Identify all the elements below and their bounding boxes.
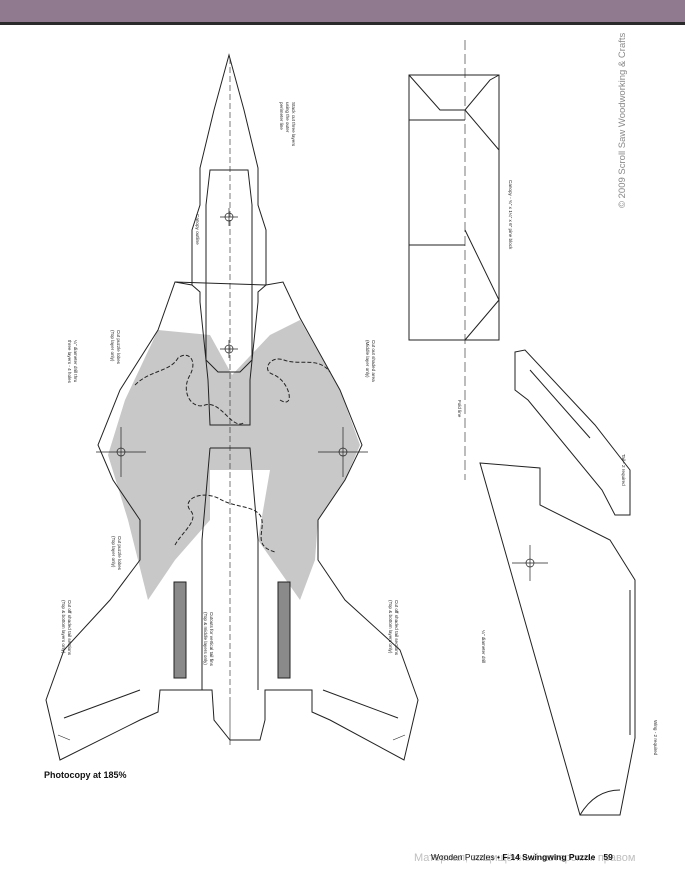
label-tail-left-1: Cut off shaded tail sections: [67, 600, 72, 656]
label-drill-holes-2: three layers - 4 holes: [67, 340, 72, 384]
label-wing-required: Wing - 2 required: [653, 720, 658, 756]
label-tail-required: Tail - 2 required: [621, 454, 626, 486]
page-number: 59: [603, 852, 613, 862]
header-rule: [0, 22, 685, 25]
label-puzzle-lobes-top-2: (Top layer only): [110, 330, 115, 362]
canopy-block: [408, 40, 500, 480]
label-stack-cut-1: Stack cut three layers: [291, 102, 296, 147]
label-cut-shaded-2: (Middle layer only): [365, 340, 370, 378]
tail-piece: [514, 349, 631, 516]
pattern-labels: Stack cut three layers using the outer p…: [61, 102, 658, 756]
fuselage-pattern: [45, 53, 419, 761]
watermark: Материал, защищённый авторским правом: [414, 852, 636, 864]
label-puzzle-lobes-bottom-1: Cut puzzle lobes: [117, 536, 122, 571]
label-stack-cut-3: perimeter line: [279, 102, 284, 130]
label-canopy-outline: Canopy outline: [195, 214, 200, 245]
label-tail-right-1: Cut off shaded tail sections: [394, 600, 399, 656]
label-drill-holes-1: ¼" diameter drill thru: [73, 340, 78, 383]
svg-text:Stack cut three layers u: Stack cut three layers using the outer p…: [279, 102, 296, 147]
svg-text:Cut off shaded tail sections: Cut off shaded tail sections (Top & bott…: [388, 600, 399, 656]
photocopy-note: Photocopy at 185%: [44, 770, 127, 780]
shaded-area: [108, 320, 360, 600]
label-cut-shaded-1: Cut out shaded area: [371, 340, 376, 382]
svg-text:Cut off shaded tail sections: Cut off shaded tail sections (Top & bott…: [61, 600, 72, 656]
label-canopy-block: Canopy - ¾" x 1¼" x 6" pine block: [508, 180, 513, 250]
footer-book: Wooden Puzzles: [431, 852, 495, 862]
label-cutouts-1: Cutouts for vertical tail fins: [209, 612, 214, 667]
header-bar: [0, 0, 685, 22]
svg-text:Cutouts for vertical tail fins: Cutouts for vertical tail fins (Top & mi…: [203, 612, 214, 667]
svg-text:Cut out shaded area (Mid: Cut out shaded area (Middle layer only): [365, 340, 376, 383]
copyright-notice: © 2009 Scroll Saw Woodworking & Crafts: [617, 32, 628, 208]
footer-title: F-14 Swingwing Puzzle: [502, 852, 596, 862]
label-cutouts-2: (Top & middle layers only): [203, 612, 208, 665]
label-fold-line: Fold line: [457, 400, 462, 418]
svg-text:Cut puzzle lobes (Top la: Cut puzzle lobes (Top layer only): [111, 536, 122, 571]
wing-piece: [479, 462, 636, 816]
label-puzzle-lobes-top-1: Cut puzzle lobes: [116, 330, 121, 365]
label-drill-wing: ¼" diameter drill: [481, 630, 486, 663]
label-puzzle-lobes-bottom-2: (Top layer only): [111, 536, 116, 568]
pattern-drawing: Stack cut three layers using the outer p…: [45, 40, 658, 816]
label-tail-right-2: (Top & bottom layers only): [388, 600, 393, 654]
svg-text:¼" diameter drill thru t: ¼" diameter drill thru three layers - 4 …: [67, 340, 78, 384]
page-footer: Wooden Puzzles • F-14 Swingwing Puzzle 59: [431, 852, 613, 862]
svg-text:Cut puzzle lobes (Top la: Cut puzzle lobes (Top layer only): [110, 330, 121, 365]
footer-separator: •: [494, 852, 503, 862]
label-stack-cut-2: using the outer: [285, 102, 290, 133]
label-tail-left-2: (Top & bottom layers only): [61, 600, 66, 654]
